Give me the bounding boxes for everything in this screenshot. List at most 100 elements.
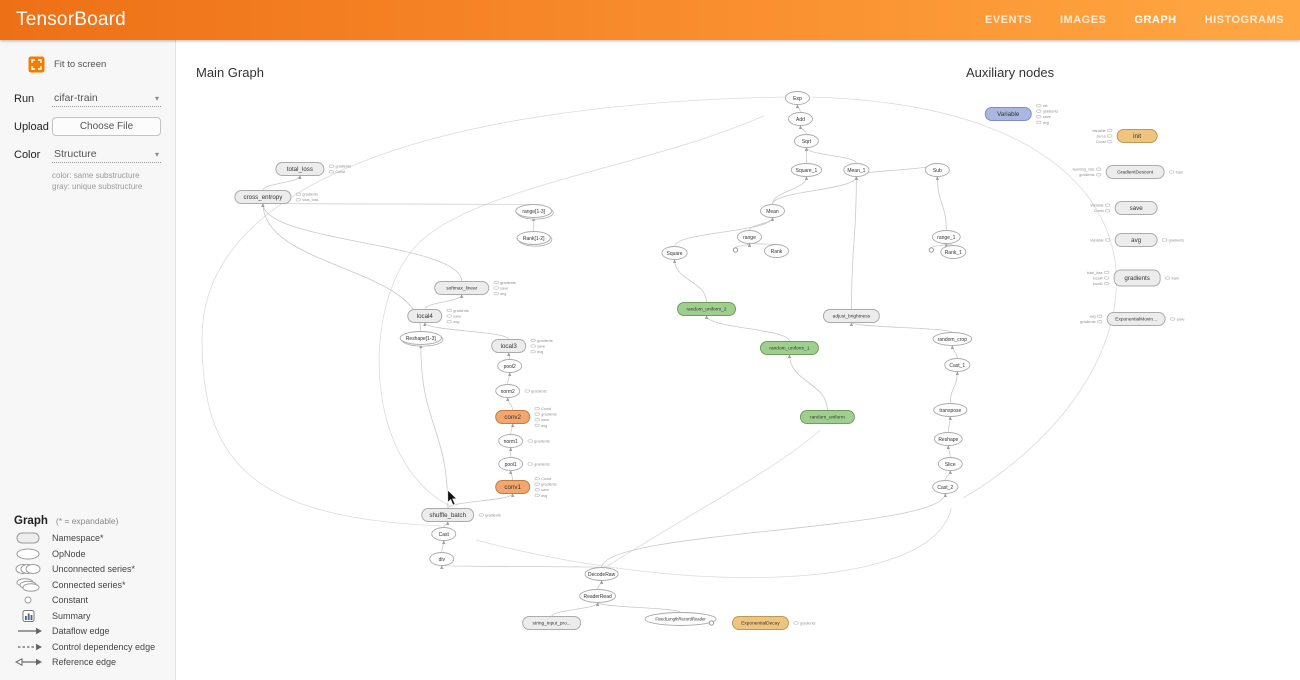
legend-item-constant: Constant bbox=[14, 593, 161, 609]
graph-node-exp[interactable]: Exp bbox=[785, 91, 810, 105]
nav-images[interactable]: IMAGES bbox=[1060, 14, 1107, 26]
graph-node-rank_1[interactable]: Rank_1 bbox=[940, 245, 967, 259]
graph-node-range13[interactable]: range[1-3] bbox=[515, 204, 554, 220]
graph-node-mean_1[interactable]: Mean_1 bbox=[843, 163, 870, 177]
graph-node-annotation: save bbox=[453, 314, 461, 318]
graph-node-rank_o[interactable]: Rank bbox=[764, 244, 789, 258]
graph-node-annotation: Const bbox=[541, 407, 552, 411]
graph-edge bbox=[849, 322, 953, 333]
run-select[interactable]: cifar-train ▾ bbox=[52, 90, 161, 107]
graph-edge bbox=[798, 125, 807, 135]
graph-node-range_o[interactable]: range bbox=[737, 230, 762, 244]
graph-node-square_1[interactable]: Square_1 bbox=[790, 163, 823, 177]
series-unconnected-icon bbox=[15, 564, 41, 575]
graph-node-annotation: gradients bbox=[537, 339, 553, 343]
graph-node-random_uniform[interactable]: random_uniform bbox=[799, 410, 855, 424]
graph-node-slice[interactable]: Slice bbox=[937, 457, 963, 471]
run-select-value: cifar-train bbox=[54, 92, 98, 104]
graph-node-annotation: avg bbox=[453, 320, 459, 324]
graph-node-sqrt[interactable]: Sqrt bbox=[794, 134, 819, 148]
fit-to-screen-button[interactable] bbox=[28, 56, 45, 73]
graph-node-label: random_uniform_1 bbox=[769, 346, 809, 352]
graph-node-label: Exp bbox=[793, 96, 802, 102]
graph-node-pool2[interactable]: pool2 bbox=[497, 359, 523, 373]
graph-node-reader_read[interactable]: ReaderRead bbox=[579, 589, 617, 603]
graph-node-c3[interactable] bbox=[708, 620, 715, 626]
graph-node-annotation: Variable bbox=[1092, 129, 1106, 133]
graph-node-label: Rank[1-2] bbox=[523, 236, 545, 242]
mouse-cursor bbox=[447, 489, 458, 506]
run-row: Run cifar-train ▾ bbox=[0, 85, 175, 112]
namespace-icon bbox=[16, 532, 40, 544]
graph-node-sub[interactable]: Sub bbox=[924, 163, 950, 177]
graph-edge bbox=[601, 493, 947, 568]
graph-node-random_crop[interactable]: random_crop bbox=[932, 332, 973, 346]
color-select[interactable]: Structure ▾ bbox=[52, 146, 161, 163]
graph-node-fixed_length[interactable]: FixedLengthRecordReader bbox=[644, 612, 717, 626]
graph-node-range_1[interactable]: range_1 bbox=[931, 230, 961, 244]
graph-node-adjust_brightness[interactable]: adjust_brightness bbox=[822, 309, 880, 323]
graph-node-annotation: gradients bbox=[534, 462, 550, 466]
graph-edge bbox=[441, 540, 446, 553]
nav-graph[interactable]: GRAPH bbox=[1134, 14, 1177, 26]
graph-node-string_input[interactable]: string_input_pro... bbox=[522, 616, 582, 630]
legend-item-label: Reference edge bbox=[52, 657, 117, 668]
graph-node-label: save bbox=[1130, 205, 1144, 212]
graph-node-square[interactable]: Square bbox=[661, 246, 688, 260]
graph-edge bbox=[262, 175, 302, 191]
color-help: color: same substructure gray: unique su… bbox=[0, 168, 175, 192]
graph-node-cast_1[interactable]: Cast_1 bbox=[944, 358, 971, 372]
graph-node-annotation: avg bbox=[1043, 121, 1049, 125]
graph-node-random_uniform_2[interactable]: random_uniform_2 bbox=[677, 302, 737, 316]
graph-node-rank12[interactable]: Rank[1-2] bbox=[516, 231, 553, 247]
graph-node-random_uniform_1[interactable]: random_uniform_1 bbox=[759, 341, 819, 355]
graph-node-reshape13[interactable]: Reshape[1-3] bbox=[399, 331, 444, 347]
graph-node-annotation: save bbox=[1177, 317, 1185, 321]
graph-edge bbox=[510, 423, 515, 435]
graph-node-annotation: local4 bbox=[1093, 276, 1103, 280]
legend-title: Graph bbox=[14, 514, 48, 527]
graph-node-transpose[interactable]: transpose bbox=[933, 403, 968, 417]
graph-node-label: Cast_1 bbox=[949, 363, 965, 369]
choose-file-button[interactable]: Choose File bbox=[52, 117, 161, 136]
graph-edge bbox=[443, 521, 450, 528]
graph-node-mean[interactable]: Mean bbox=[760, 204, 785, 218]
graph-edge bbox=[261, 203, 463, 282]
legend-item-label: Connected series* bbox=[52, 579, 126, 590]
graph-node-reshape_1[interactable]: Reshape bbox=[933, 432, 963, 446]
graph-node-decode_raw[interactable]: DecodeRaw bbox=[584, 567, 619, 581]
graph-node-c2[interactable] bbox=[928, 247, 934, 253]
nav-histograms[interactable]: HISTOGRAMS bbox=[1204, 14, 1284, 26]
graph-node-c1[interactable] bbox=[732, 247, 739, 253]
graph-node-annotation: save bbox=[500, 286, 508, 290]
graph-node-cast_2[interactable]: Cast_2 bbox=[932, 480, 959, 494]
graph-node-cast[interactable]: Cast bbox=[431, 527, 457, 541]
legend-item-label: OpNode bbox=[52, 548, 86, 559]
graph-node-add[interactable]: Add bbox=[788, 112, 813, 126]
graph-edge bbox=[947, 416, 952, 433]
graph-edge bbox=[447, 493, 515, 509]
graph-edge bbox=[749, 217, 775, 231]
graph-node-div[interactable]: div bbox=[429, 552, 455, 566]
nav-events[interactable]: EVENTS bbox=[984, 14, 1032, 26]
